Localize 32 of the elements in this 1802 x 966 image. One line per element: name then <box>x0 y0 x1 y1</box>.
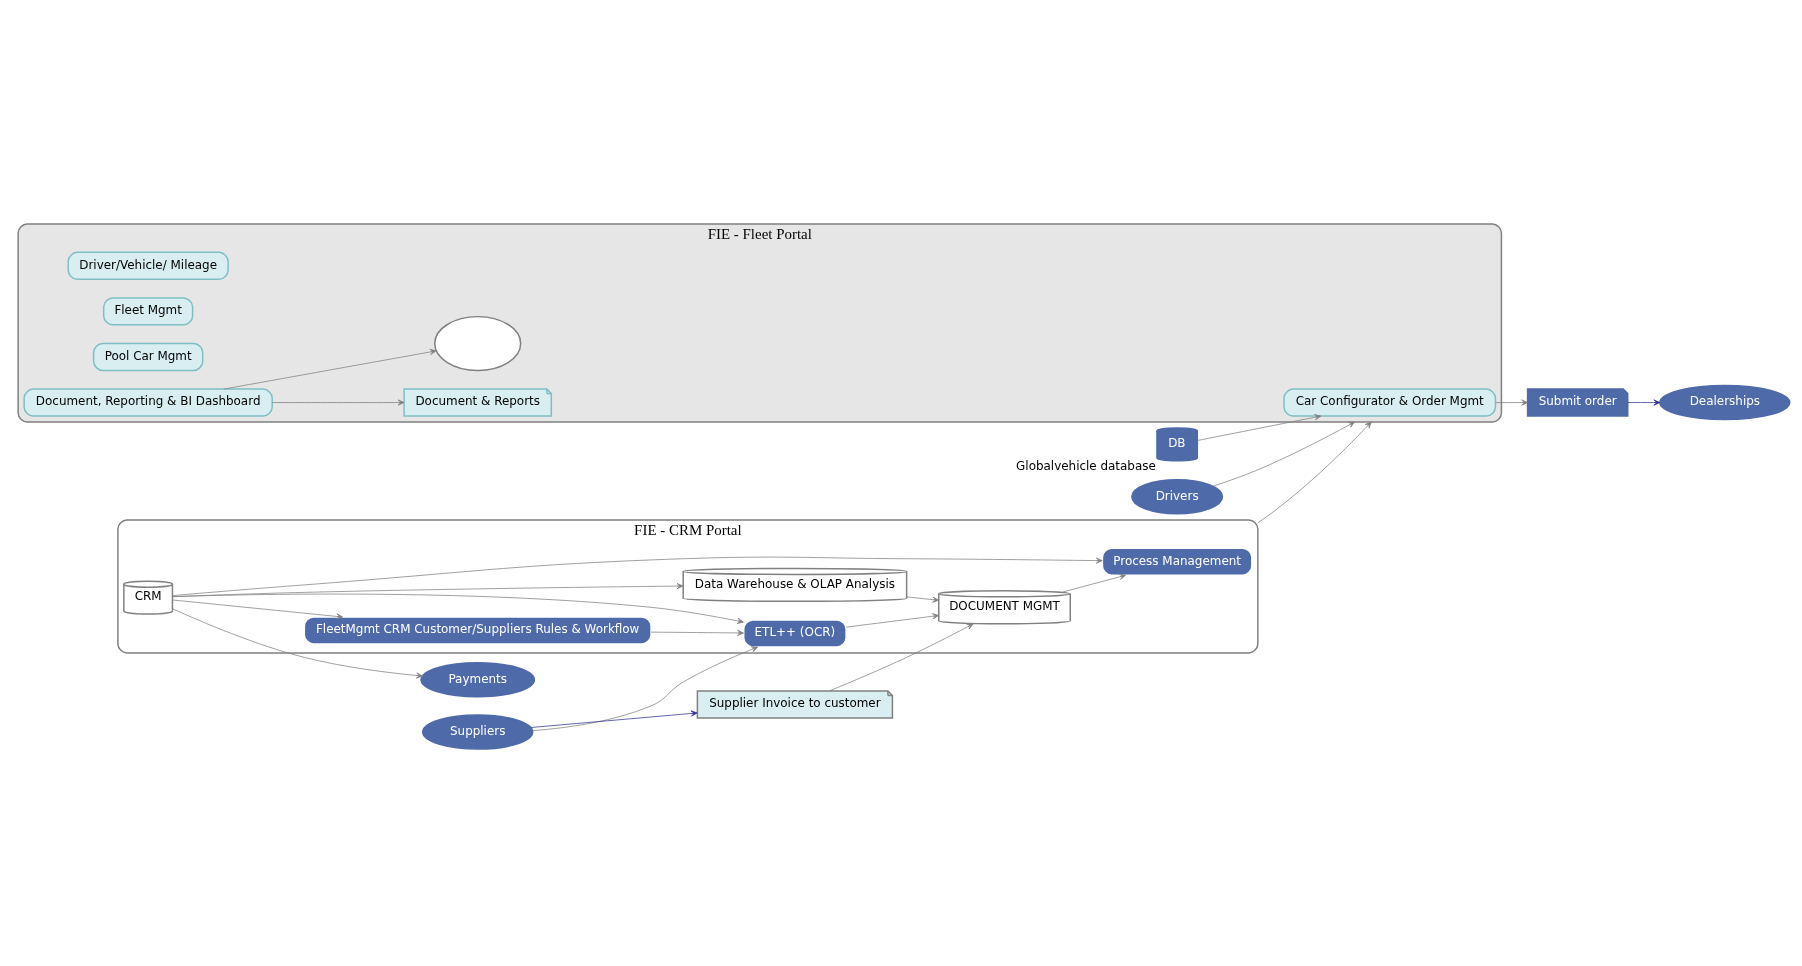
arrow <box>1212 421 1355 487</box>
arrow <box>1197 413 1322 441</box>
arrow <box>1627 399 1661 406</box>
arrow <box>650 629 744 636</box>
node-ellipse: Suppliers <box>421 713 534 750</box>
arrow <box>530 709 698 728</box>
arrow <box>1062 573 1127 592</box>
node-box: Process Management <box>1101 547 1253 576</box>
node-box: Driver/Vehicle/ Mileage <box>67 251 229 280</box>
arrow <box>223 348 437 389</box>
node-ellipse: Dealerships <box>1659 384 1791 420</box>
arrow <box>532 645 759 731</box>
node-label: Globalvehicle database <box>1016 458 1156 473</box>
node-box: Pool Car Mgmt <box>92 342 204 371</box>
arrow <box>172 593 744 624</box>
arrow <box>906 595 940 603</box>
node-box: Fleet Mgmt <box>102 296 194 326</box>
node-box: ETL++ (OCR) <box>742 618 847 648</box>
node-box: Car Configurator & Order Mgmt <box>1283 387 1497 417</box>
node-box: FleetMgmt CRM Customer/Suppliers Rules & Workflow <box>303 615 652 645</box>
arrow <box>172 607 423 679</box>
node-ellipse <box>434 315 522 371</box>
arrow <box>828 622 974 691</box>
arrow <box>172 599 344 619</box>
node-ellipse: Payments <box>420 661 536 698</box>
arrow <box>845 612 940 627</box>
arrow <box>1495 399 1528 406</box>
arrow <box>271 399 405 406</box>
node-ellipse: Drivers <box>1131 478 1224 514</box>
arrow <box>1257 421 1372 523</box>
arrow <box>172 556 1103 596</box>
node-box: Document, Reporting & BI Dashboard <box>23 387 273 417</box>
